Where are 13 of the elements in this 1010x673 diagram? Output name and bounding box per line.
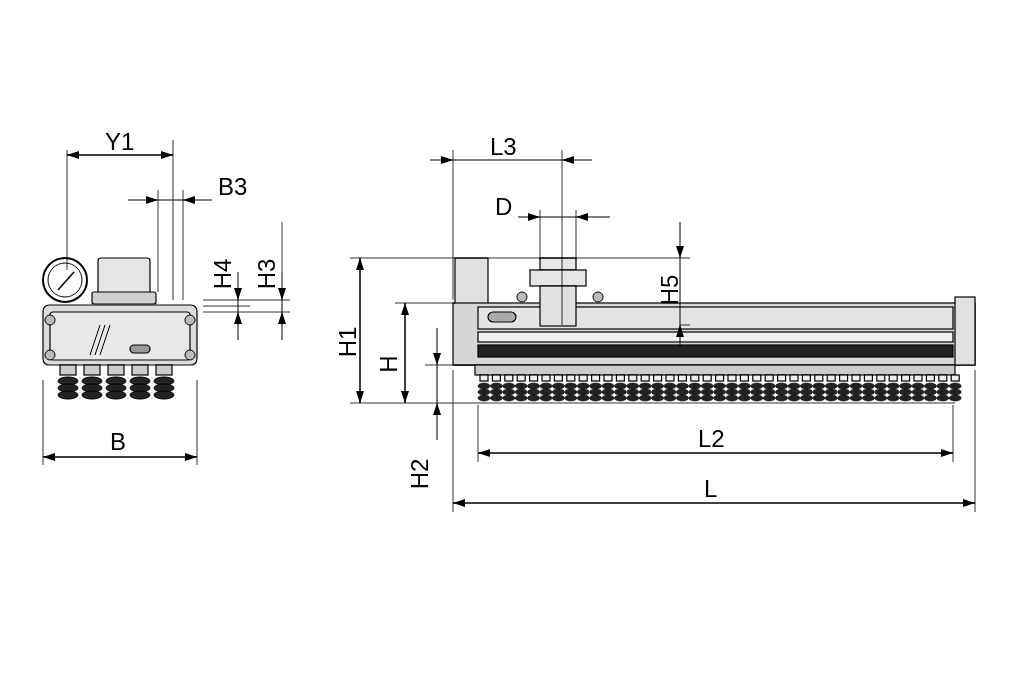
dimension-label: L3 — [490, 135, 517, 159]
dimension-label: D — [495, 195, 513, 219]
dimension-label: L2 — [698, 427, 725, 451]
dimension-label: H — [376, 355, 401, 373]
dimension-label: H4 — [211, 258, 236, 290]
dimension-label: H3 — [255, 258, 280, 290]
dimension-label: B3 — [218, 175, 248, 199]
dimension-label: L — [704, 477, 718, 501]
dimension-label: H1 — [336, 326, 361, 358]
dimension-label: Y1 — [105, 130, 135, 154]
dimension-label: B — [110, 430, 126, 454]
dimension-label: H2 — [408, 458, 433, 490]
dimension-label: H5 — [658, 274, 683, 306]
